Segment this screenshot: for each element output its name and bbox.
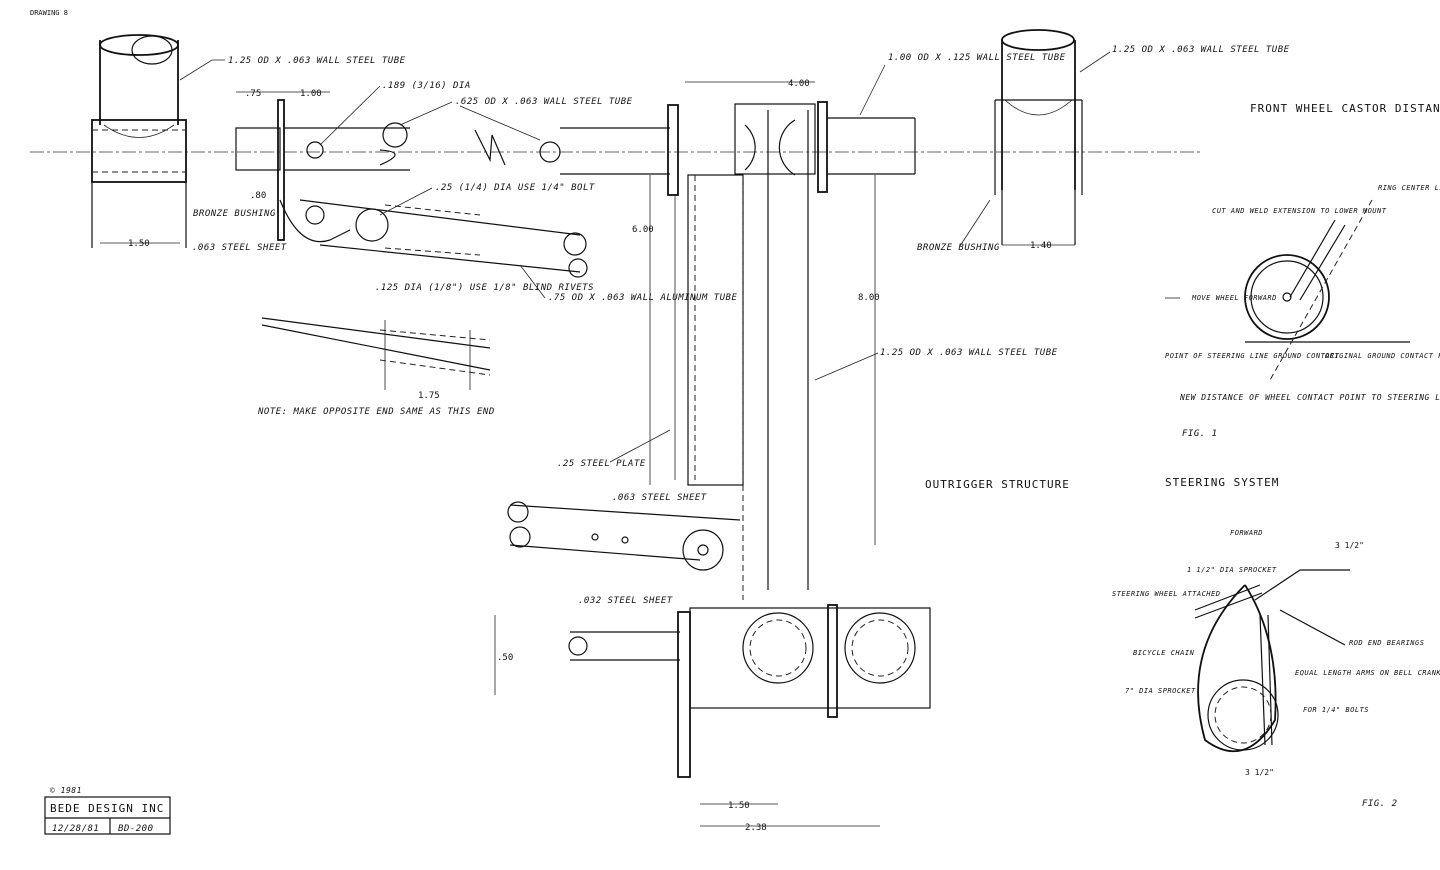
- fig2-steering-wheel: STEERING WHEEL ATTACHED: [1112, 590, 1220, 598]
- dim-80: .80: [250, 191, 266, 201]
- dim-140: 1.40: [1030, 241, 1052, 251]
- label-steel-plate: .25 STEEL PLATE: [557, 459, 646, 469]
- title-company: BEDE DESIGN INC: [50, 802, 164, 815]
- dim-175: 1.75: [418, 391, 440, 401]
- fig2-bicycle-chain: BICYCLE CHAIN: [1133, 649, 1195, 657]
- fig1-ring-center: RING CENTER LINE: [1378, 184, 1440, 192]
- fig1-cut-weld: CUT AND WELD EXTENSION TO LOWER MOUNT: [1212, 207, 1387, 215]
- dim-400: 4.00: [788, 79, 810, 89]
- left-bushing-tube: [91, 119, 187, 248]
- right-vertical-tube: [994, 29, 1083, 245]
- label-sheet-mid: .063 STEEL SHEET: [612, 493, 707, 503]
- drawing-id: DRAWING 8: [30, 9, 68, 17]
- rivet-section-detail: [261, 317, 491, 390]
- dim-150-bottom: 1.50: [728, 801, 750, 811]
- label-note-opposite: NOTE: MAKE OPPOSITE END SAME AS THIS END: [257, 407, 495, 417]
- fig2-dim-top: 3 1/2": [1335, 541, 1364, 550]
- label-bolt-note: .25 (1/4) DIA USE 1/4" BOLT: [435, 183, 595, 193]
- title-block: [44, 796, 171, 835]
- fig2-dim-bottom: 3 1/2": [1245, 768, 1274, 777]
- fig2-equal-length: EQUAL LENGTH ARMS ON BELL CRANK: [1295, 669, 1440, 677]
- dim-800: 8.00: [858, 293, 880, 303]
- fig1-title: FRONT WHEEL CASTOR DISTANCE MODIFICATION: [1250, 102, 1440, 115]
- label-bronze-right: BRONZE BUSHING: [917, 243, 1000, 253]
- label-tube-right-top: 1.00 OD X .125 WALL STEEL TUBE: [888, 53, 1066, 63]
- fig1-new-distance: NEW DISTANCE OF WHEEL CONTACT POINT TO S…: [1179, 393, 1440, 402]
- fig2-forward: FORWARD: [1230, 529, 1263, 537]
- left-shaft: [235, 99, 410, 241]
- break-symbol: [474, 129, 506, 166]
- fig2-steering-system: [1194, 569, 1350, 753]
- label-tube-625: .625 OD X .063 WALL STEEL TUBE: [455, 97, 633, 107]
- dim-238: 2.38: [745, 823, 767, 833]
- fig1-original-ground: ORIGINAL GROUND CONTACT POINT: [1325, 352, 1440, 360]
- title-model: BD-200: [118, 824, 154, 834]
- fig2-bolts: FOR 1/4" BOLTS: [1303, 706, 1369, 714]
- fig1-title-text: FRONT WHEEL CASTOR DISTANCE MODIFICATION: [1250, 102, 1440, 115]
- label-tube-center: 1.25 OD X .063 WALL STEEL TUBE: [880, 348, 1058, 358]
- dim-50: .50: [497, 653, 513, 663]
- label-bronze-left: BRONZE BUSHING: [193, 209, 276, 219]
- left-arm-bracket: [279, 199, 588, 278]
- title-date: 12/28/81: [52, 824, 99, 834]
- bottom-top-view: [568, 604, 931, 778]
- label-sheet-left: .063 STEEL SHEET: [192, 243, 287, 253]
- label-outrigger: OUTRIGGER STRUCTURE: [925, 478, 1070, 491]
- dim-150-left: 1.50: [128, 239, 150, 249]
- label-rivet-note: .125 DIA (1/8") USE 1/8" BLIND RIVETS: [375, 283, 594, 293]
- fig1-move-wheel: MOVE WHEEL FORWARD: [1191, 294, 1277, 302]
- fig1-label: FIG. 1: [1182, 429, 1218, 439]
- label-hole-dia: .189 (3/16) DIA: [382, 81, 471, 91]
- fig2-sprocket-small: 1 1/2" DIA SPROCKET: [1187, 566, 1277, 574]
- fig2-label: FIG. 2: [1362, 799, 1398, 809]
- label-tube-right: 1.25 OD X .063 WALL STEEL TUBE: [1112, 45, 1290, 55]
- center-vertical-tube: [674, 110, 809, 600]
- fig2-sprocket-big: 7" DIA SPROCKET: [1125, 687, 1196, 695]
- fig1-front-wheel: FRONT WHEEL CASTOR DISTANCE MODIFICATION: [1165, 102, 1440, 381]
- left-vertical-tube: [99, 34, 179, 138]
- title-copyright: © 1981: [50, 786, 82, 795]
- lower-arm: [507, 501, 741, 571]
- label-steering: STEERING SYSTEM: [1165, 476, 1279, 489]
- label-alu-tube: .75 OD X .063 WALL ALUMINUM TUBE: [548, 293, 737, 303]
- tube-end-circle: [539, 141, 561, 163]
- label-tube-left: 1.25 OD X .063 WALL STEEL TUBE: [228, 56, 406, 66]
- dim-600: 6.00: [632, 225, 654, 235]
- dim-100: 1.00: [300, 89, 322, 99]
- dim-075: .75: [245, 89, 261, 99]
- label-sheet-bottom: .032 STEEL SHEET: [578, 596, 673, 606]
- center-horizontal-tube: [560, 101, 916, 196]
- fig1-steering-point: POINT OF STEERING LINE GROUND CONTACT: [1165, 352, 1340, 360]
- fig2-rod-end: ROD END BEARINGS: [1349, 639, 1424, 647]
